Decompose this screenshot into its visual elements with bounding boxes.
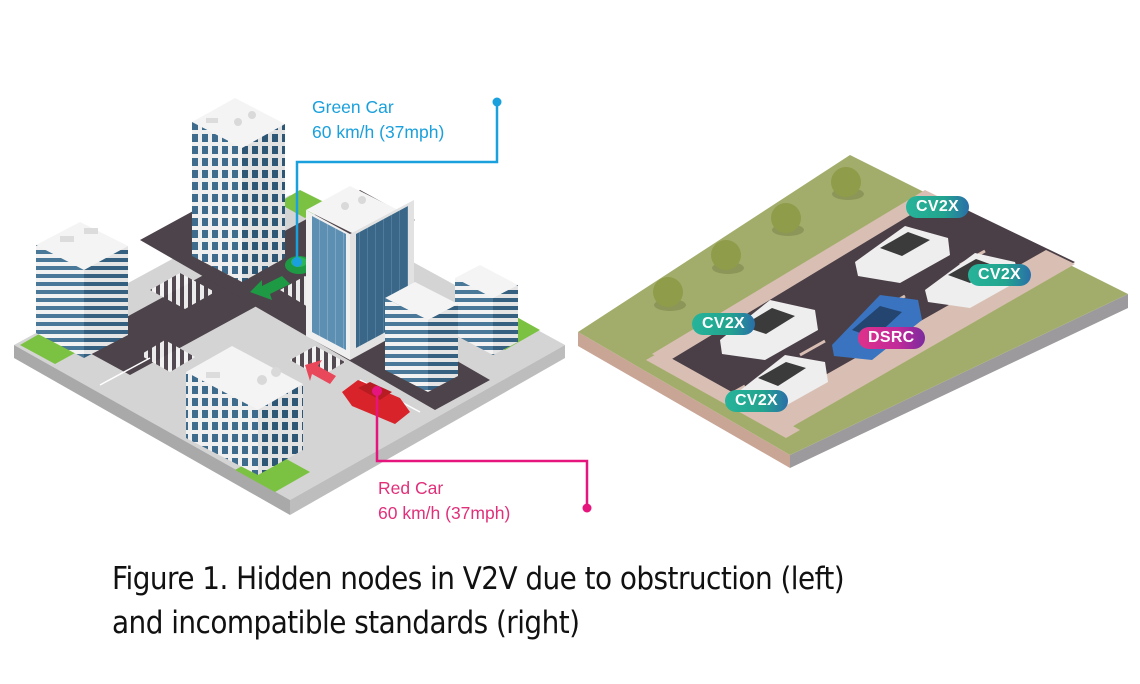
red-car-title: Red Car <box>378 478 444 498</box>
cv2x-badge: CV2X <box>725 390 788 412</box>
figure-caption: Figure 1. Hidden nodes in V2V due to obs… <box>112 557 1102 645</box>
building-left <box>36 222 128 358</box>
highway-illustration <box>578 155 1128 468</box>
cv2x-badge: CV2X <box>906 196 969 218</box>
white-car-left <box>720 300 818 360</box>
red-car-callout: Red Car 60 km/h (37mph) <box>378 476 510 526</box>
trees <box>653 167 864 311</box>
red-arrow-icon <box>305 360 336 384</box>
green-car-speed: 60 km/h (37mph) <box>312 122 445 142</box>
green-car-callout: Green Car 60 km/h (37mph) <box>312 95 444 145</box>
red-car-speed: 60 km/h (37mph) <box>378 503 511 523</box>
caption-line-1: Figure 1. Hidden nodes in V2V due to obs… <box>112 561 845 597</box>
building-right-back <box>455 265 518 355</box>
building-tall <box>192 98 285 282</box>
building-front <box>186 346 303 475</box>
caption-line-2: and incompatible standards (right) <box>112 605 580 641</box>
building-glass <box>306 186 414 360</box>
cv2x-badge: CV2X <box>692 313 755 335</box>
red-callout-line <box>372 386 592 513</box>
building-right-front <box>385 282 458 392</box>
white-car-top <box>855 226 950 283</box>
green-arrow-icon <box>250 276 290 300</box>
green-car-title: Green Car <box>312 97 394 117</box>
green-callout-line <box>292 97 502 267</box>
dsrc-badge: DSRC <box>858 327 925 349</box>
cv2x-badge: CV2X <box>968 264 1031 286</box>
